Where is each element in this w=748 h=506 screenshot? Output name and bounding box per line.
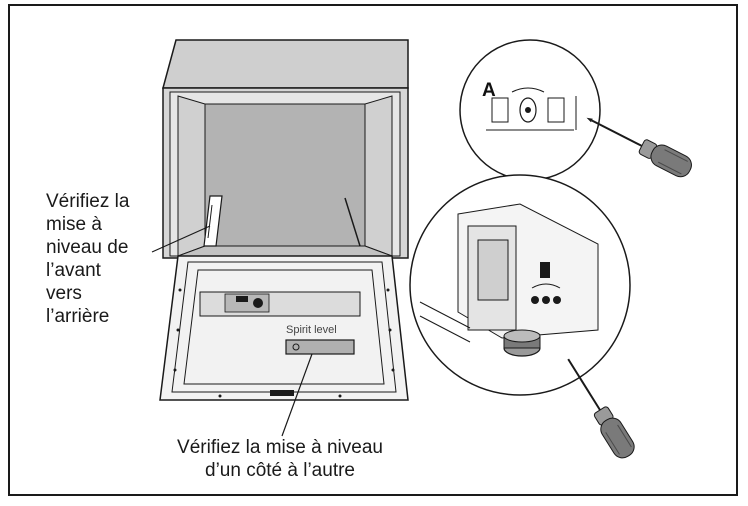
leader-side-side [281, 353, 313, 437]
tub-interior [204, 103, 366, 247]
screwdriver-icon [567, 358, 635, 459]
label-check-front-back: Vérifiez la mise à niveau de l’avant ver… [46, 191, 130, 327]
leader-front-back [151, 225, 211, 253]
label-detail-a: A [482, 80, 496, 101]
spirit-level-door [285, 339, 355, 355]
label-check-side-side: Vérifiez la mise à niveau d’un côté à l’… [177, 437, 383, 481]
screwdriver-icon [586, 117, 692, 178]
detergent-dispenser [199, 291, 361, 317]
cabinet-top [162, 39, 409, 89]
label-spirit-level: Spirit level [286, 324, 337, 336]
